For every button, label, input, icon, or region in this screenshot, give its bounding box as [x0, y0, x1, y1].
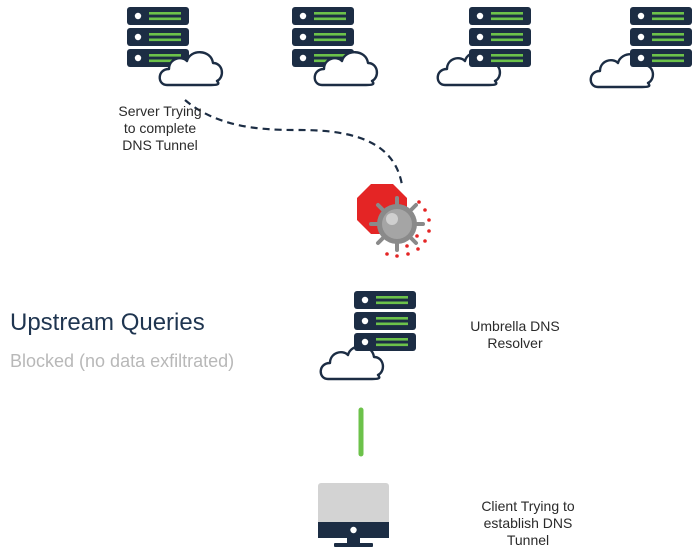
- server-rack-icon: [127, 7, 224, 87]
- desktop-computer-icon: [318, 483, 389, 547]
- cloud-icon: [319, 345, 385, 381]
- server-trying-label: Server Trying to complete DNS Tunnel: [118, 103, 202, 153]
- page-subtitle: Blocked (no data exfiltrated): [10, 351, 235, 371]
- blocked-malware-icon: [357, 184, 431, 258]
- server-rack-icon: [589, 7, 690, 89]
- client-trying-label: Client Trying to establish DNS Tunnel: [481, 498, 575, 548]
- green-connector-line: [358, 407, 364, 457]
- server-rack-icon: [436, 7, 537, 87]
- umbrella-resolver-label: Umbrella DNS Resolver: [470, 318, 560, 351]
- server-rack-icon: [292, 7, 379, 87]
- page-title: Upstream Queries: [10, 309, 205, 336]
- server-rack-icon: [319, 291, 430, 381]
